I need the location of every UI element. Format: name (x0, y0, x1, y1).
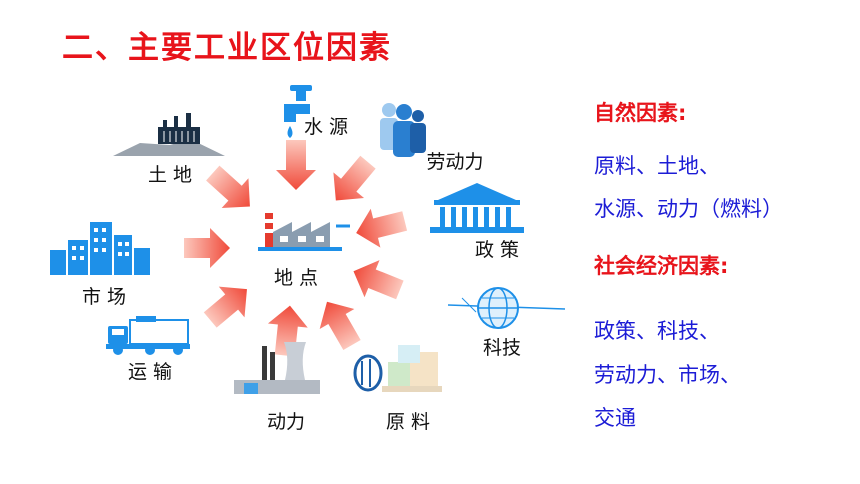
arrow-from-water (276, 140, 316, 190)
arrow-from-transport (203, 286, 247, 328)
natural-heading: 自然因素: (594, 101, 687, 125)
arrow-from-land (206, 165, 250, 208)
social-line-1: 政策、科技、 (594, 319, 720, 343)
label-market: 市 场 (82, 286, 126, 308)
truck-icon (106, 316, 190, 355)
arrow-from-tech (353, 260, 404, 300)
government-building-icon (430, 183, 524, 233)
label-water: 水 源 (304, 116, 348, 138)
social-line-2: 劳动力、市场、 (594, 363, 741, 387)
satellite-icon (447, 287, 566, 329)
social-heading: 社会经济因素: (594, 254, 729, 278)
faucet-icon (284, 85, 312, 138)
arrow-from-labor (333, 155, 376, 201)
label-material: 原 料 (386, 411, 430, 433)
land-icon (113, 113, 225, 156)
center-label: 地 点 (274, 267, 318, 289)
page-title: 二、主要工业区位因素 (62, 30, 392, 66)
label-policy: 政 策 (475, 239, 519, 261)
label-transport: 运 输 (128, 361, 172, 383)
label-land: 土 地 (148, 164, 192, 186)
power-plant-icon (234, 342, 320, 394)
arrow-from-power (267, 305, 308, 357)
label-tech: 科技 (483, 337, 521, 359)
raw-materials-icon (353, 345, 442, 392)
label-power: 动力 (267, 411, 305, 433)
city-skyline-icon (50, 222, 150, 275)
label-labor: 劳动力 (426, 151, 483, 173)
workers-icon (380, 103, 426, 157)
arrow-from-material (319, 301, 361, 350)
social-line-3: 交通 (594, 406, 636, 430)
natural-line-2: 水源、动力（燃料） (594, 197, 783, 221)
natural-line-1: 原料、土地、 (594, 154, 720, 178)
arrow-from-market (184, 228, 230, 268)
arrow-from-policy (356, 208, 408, 248)
arrows-group (184, 140, 408, 357)
factory-icon (258, 213, 350, 251)
